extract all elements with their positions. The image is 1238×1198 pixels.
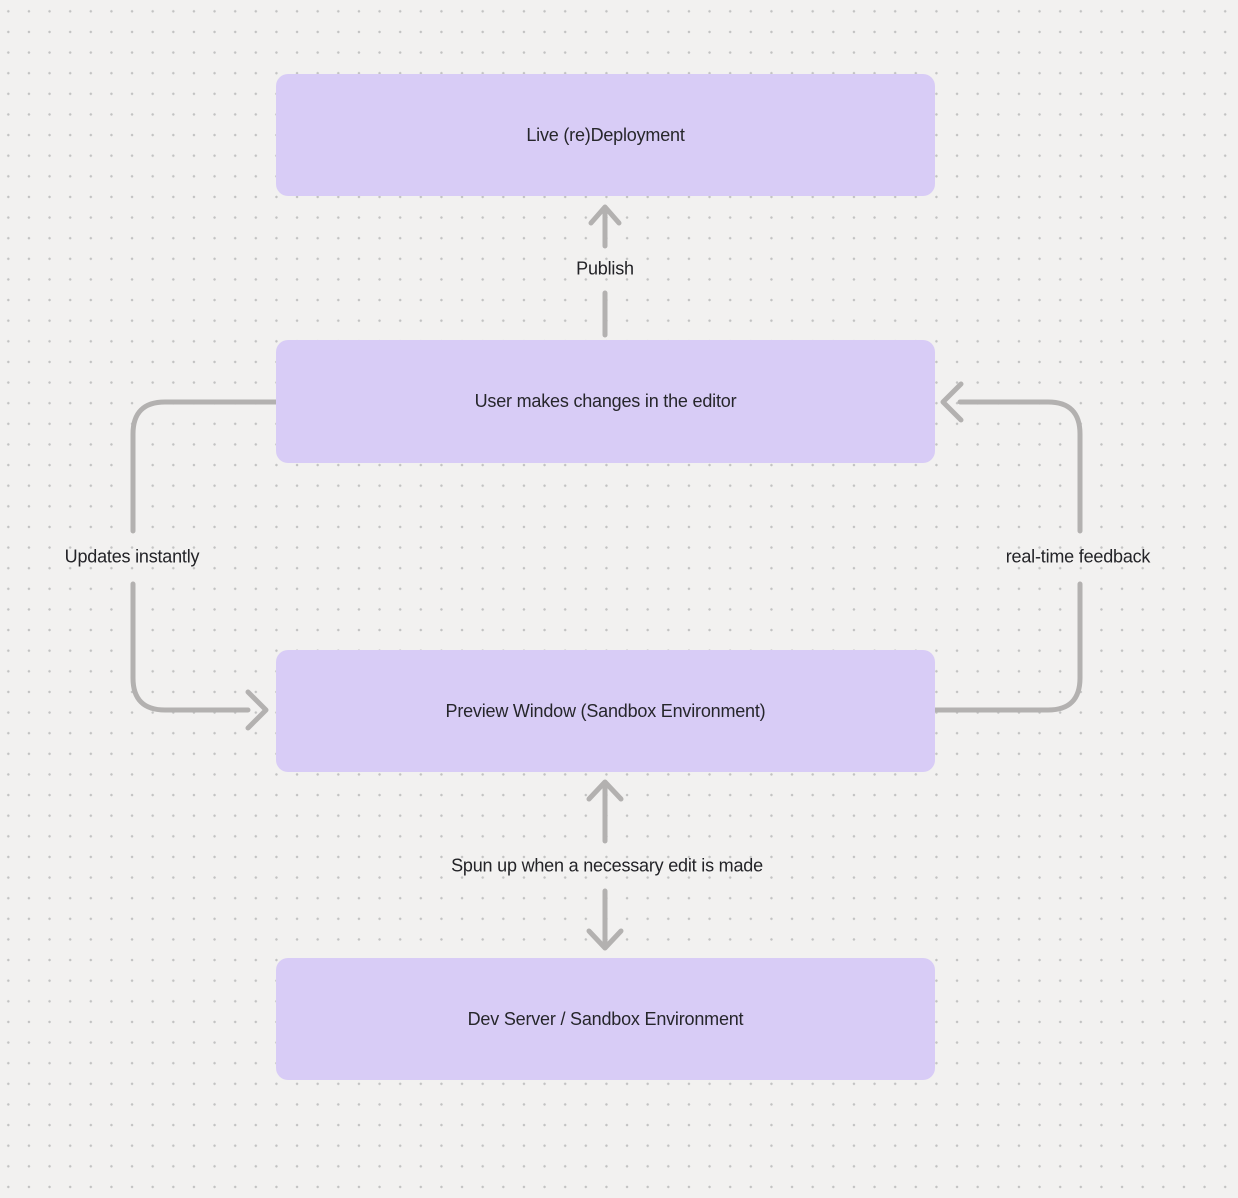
node-preview-window-label: Preview Window (Sandbox Environment) — [445, 700, 766, 721]
arrowhead-right-icon — [245, 689, 269, 731]
edge-feedback-line-top — [957, 399, 1083, 534]
edge-updates-instantly-label: Updates instantly — [64, 546, 200, 567]
node-live-redeployment-label: Live (re)Deployment — [526, 124, 685, 145]
node-live-redeployment[interactable]: Live (re)Deployment — [276, 74, 935, 196]
edge-real-time-feedback-label: real-time feedback — [1005, 546, 1151, 567]
edge-publish-label: Publish — [576, 258, 634, 279]
edge-feedback-line-bottom — [932, 581, 1083, 713]
edge-updates-line-top — [130, 399, 279, 534]
arrowhead-up-icon — [588, 204, 622, 226]
arrowhead-left-icon — [940, 381, 964, 423]
edge-updates-line-bottom — [130, 581, 251, 713]
node-user-editor-label: User makes changes in the editor — [474, 391, 737, 411]
arrowhead-down-icon — [586, 928, 624, 951]
node-user-editor[interactable]: User makes changes in the editor — [276, 340, 935, 463]
arrowhead-up-icon — [586, 779, 624, 802]
node-dev-server-label: Dev Server / Sandbox Environment — [467, 1008, 744, 1029]
node-dev-server[interactable]: Dev Server / Sandbox Environment — [276, 958, 935, 1080]
edge-spun-up-label: Spun up when a necessary edit is made — [451, 855, 763, 876]
node-preview-window[interactable]: Preview Window (Sandbox Environment) — [276, 650, 935, 772]
